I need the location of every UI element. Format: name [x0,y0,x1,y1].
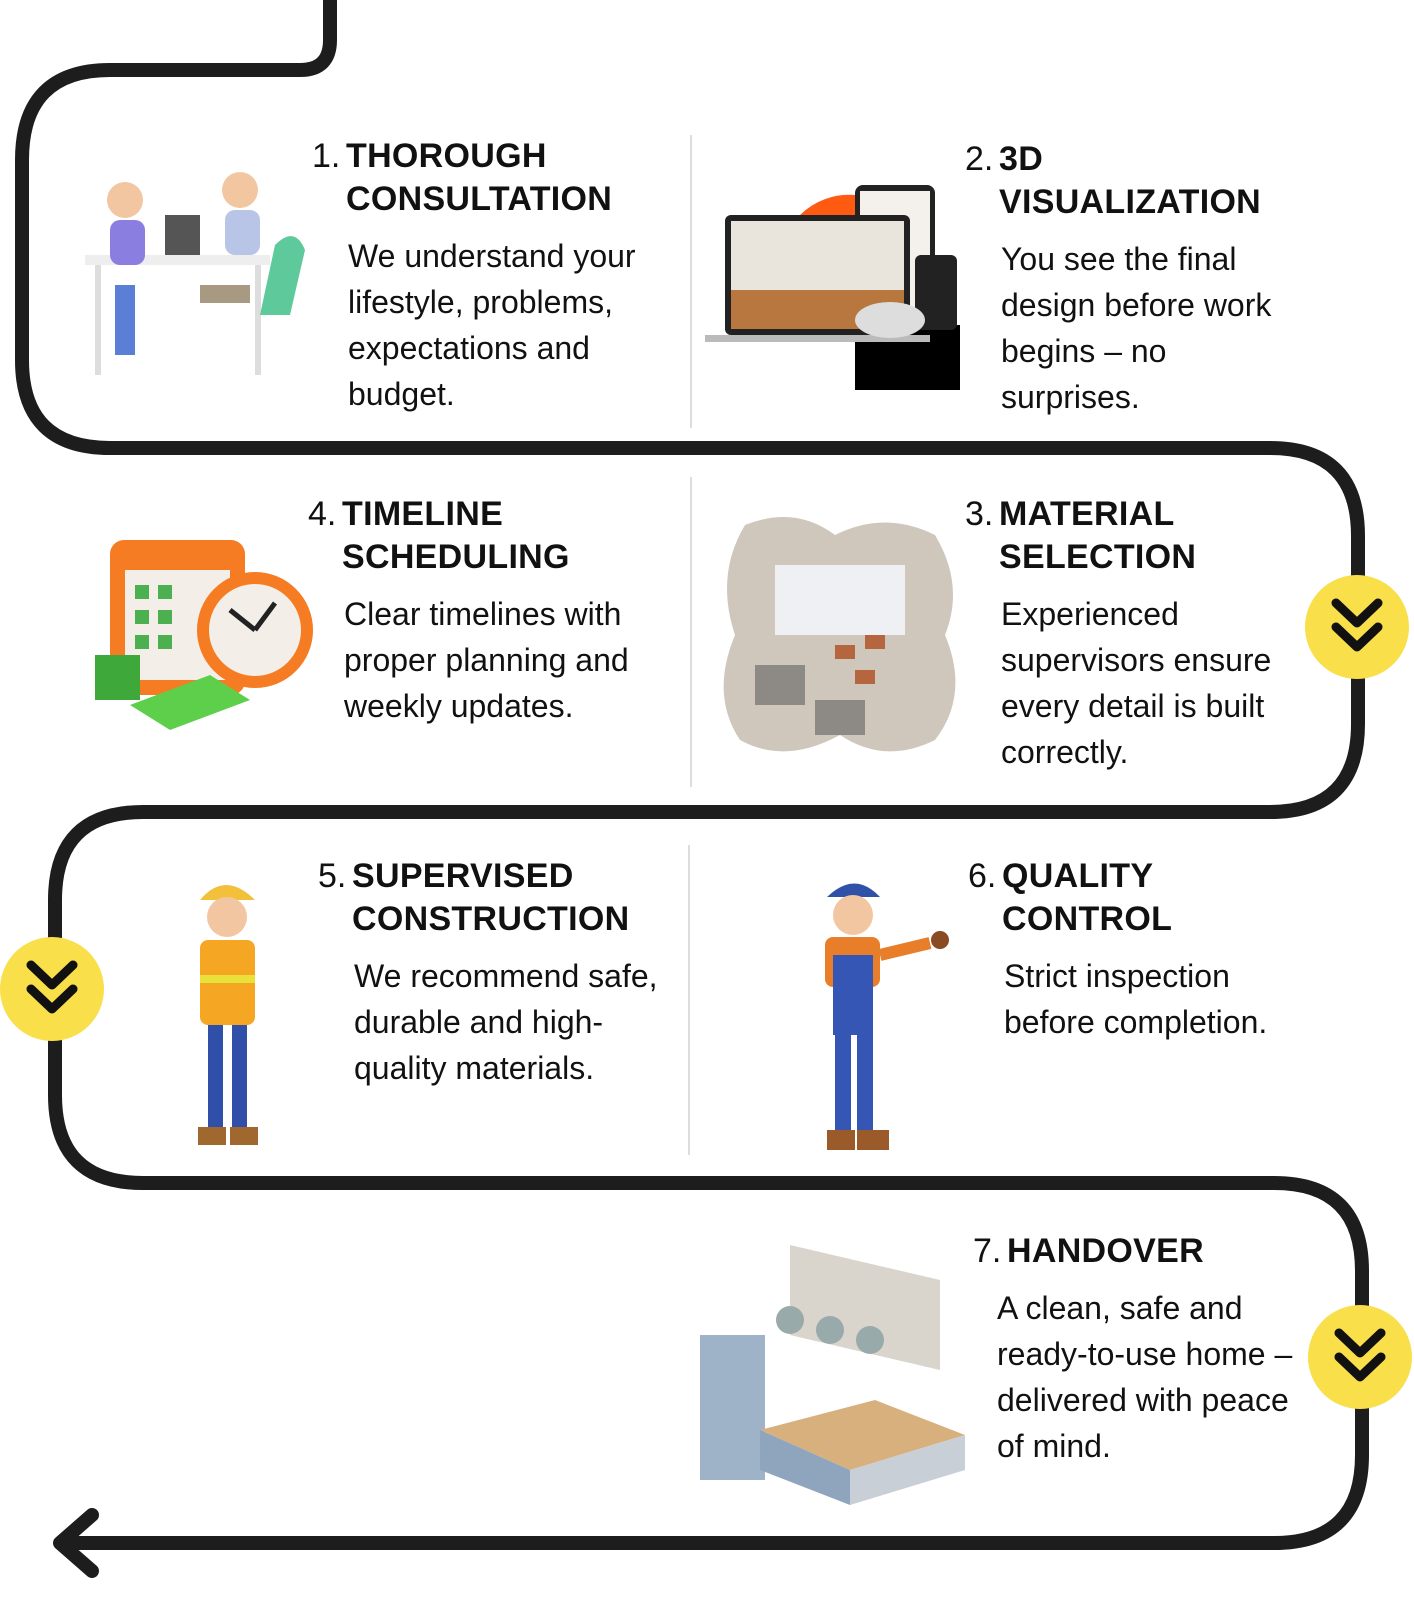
step-number: 6. [968,857,997,895]
double-chevron-down-icon [1334,1328,1386,1382]
step-number: 1. [312,137,341,175]
timeline-scheduling-illustration [95,540,313,730]
3d-visualization-illustration [705,185,960,390]
step-6: 6.QUALITY CONTROL Strict inspection befo… [968,855,1314,1045]
step-number: 5. [318,857,347,895]
step-description: We understand your lifestyle, problems, … [348,238,636,412]
step-description: A clean, safe and ready-to-use home – de… [997,1290,1293,1464]
step-number: 2. [965,140,994,178]
step-description: Clear timelines with proper planning and… [344,596,629,724]
step-5: 5.SUPERVISED CONSTRUCTION We recommend s… [318,855,664,1091]
step-description: You see the final design before work beg… [1001,241,1272,415]
step-description: We recommend safe, durable and high-qual… [354,958,658,1086]
material-selection-illustration [723,517,956,752]
step-title: HANDOVER [1007,1232,1204,1270]
step-title: TIMELINE SCHEDULING [342,495,570,576]
badge-next [0,937,104,1041]
divider [688,845,690,1155]
divider [690,135,692,428]
supervisor-worker-illustration [198,885,258,1145]
badge-next [1305,575,1409,679]
divider [690,477,692,787]
kitchen-handover-illustration [700,1245,965,1505]
step-title: QUALITY CONTROL [1002,857,1173,938]
step-1: 1.THOROUGH CONSULTATION We understand yo… [312,135,658,417]
consultation-illustration [85,172,305,375]
step-number: 4. [308,495,337,533]
step-2: 2.3D VISUALIZATION You see the final des… [965,138,1311,420]
step-4: 4.TIMELINE SCHEDULING Clear timelines wi… [308,493,654,729]
step-number: 7. [973,1232,1002,1270]
step-title: SUPERVISED CONSTRUCTION [352,857,630,938]
step-title: THOROUGH CONSULTATION [346,137,613,218]
step-number: 3. [965,495,994,533]
step-3: 3.MATERIAL SELECTION Experienced supervi… [965,493,1311,775]
step-description: Strict inspection before completion. [1004,958,1268,1040]
step-7: 7.HANDOVER A clean, safe and ready-to-us… [973,1230,1307,1469]
double-chevron-down-icon [1331,598,1383,652]
badge-next [1308,1305,1412,1409]
step-title: MATERIAL SELECTION [999,495,1197,576]
quality-inspector-illustration [825,883,949,1150]
double-chevron-down-icon [26,960,78,1014]
arrow-left-icon [53,1508,99,1578]
step-title: 3D VISUALIZATION [999,140,1262,221]
step-description: Experienced supervisors ensure every det… [1001,596,1272,770]
